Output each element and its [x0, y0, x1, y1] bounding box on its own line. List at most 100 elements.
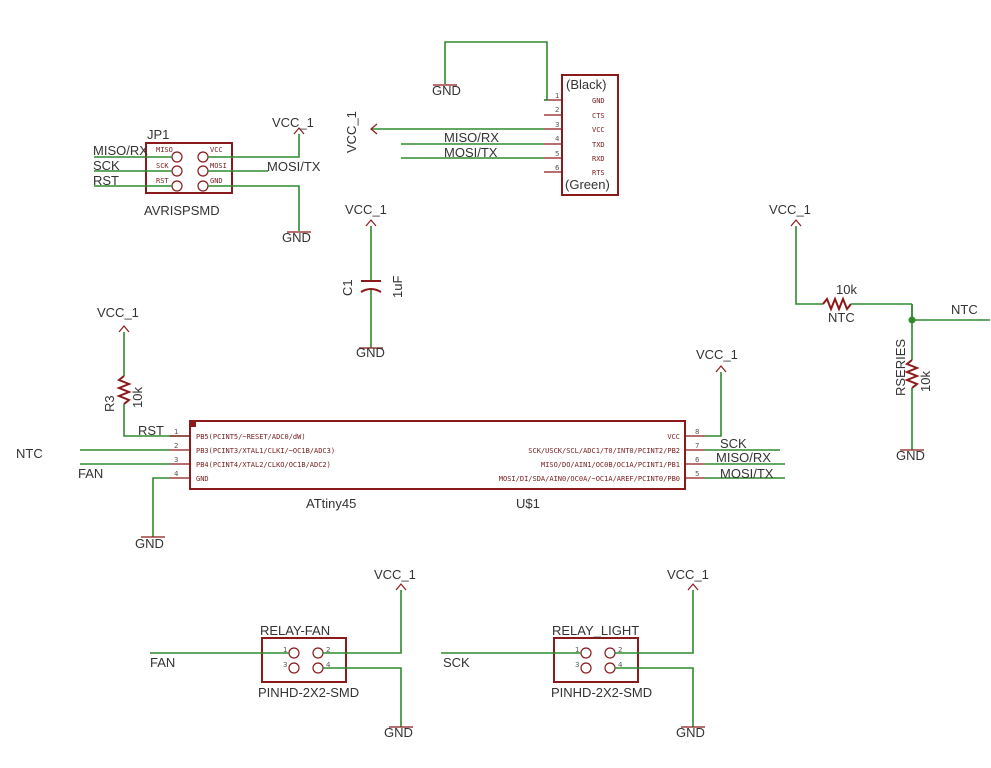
relaylight-name: RELAY_LIGHT	[552, 623, 639, 638]
wire-u1-gnd	[152, 477, 170, 537]
vcc-arrow-icon	[395, 583, 407, 591]
net-label-vcc: VCC_1	[769, 202, 811, 217]
wire-relayfan-vcc	[323, 590, 402, 654]
ntc-value: 10k	[836, 282, 857, 297]
jp1-isp-header[interactable]: MISO SCK RST VCC MOSI GND JP1 AVRISPSMD	[144, 127, 233, 218]
wire-relaylight-vcc	[615, 590, 694, 654]
vcc-arrow-icon	[365, 219, 377, 227]
jp1-pad-4	[197, 165, 209, 177]
c1-name: C1	[340, 279, 355, 296]
c1-value: 1uF	[390, 276, 405, 298]
net-label-sck: SCK	[443, 655, 470, 670]
u1-pin-label: PB4(PCINT4/XTAL2/CLKO/OC1B/ADC2)	[196, 461, 331, 469]
net-label-rst: RST	[93, 173, 119, 188]
net-label-rst: RST	[138, 423, 164, 438]
relaylight-pad	[604, 647, 616, 659]
attiny45-ic[interactable]: 1 2 3 4 8 7 6 5 PB5(PCINT5/~RESET/ADC0/d…	[170, 420, 705, 511]
u1-pin-num: 2	[174, 442, 178, 450]
relaylight-value: PINHD-2X2-SMD	[551, 685, 652, 700]
net-label-mosi: MOSI/TX	[720, 466, 774, 481]
vcc-arrow-icon	[790, 219, 802, 227]
relayfan-pad	[312, 662, 324, 674]
jp1-body	[145, 142, 233, 194]
u1-pin-label: PB5(PCINT5/~RESET/ADC0/dW)	[196, 433, 306, 441]
relayfan-pad	[288, 647, 300, 659]
u1-part-name: ATtiny45	[306, 496, 356, 511]
relay-light-header[interactable]: 1 3 2 4 RELAY_LIGHT PINHD-2X2-SMD	[551, 623, 652, 700]
vcc-arrow-icon	[715, 365, 727, 373]
ftdi-pin-label: TXD	[592, 141, 605, 149]
ntc-thermistor[interactable]: 10k NTC	[790, 219, 912, 325]
ftdi-header[interactable]: (Black) (Green) 1 2 3 4 5 6 GND CTS VCC …	[544, 74, 619, 196]
u1-pin-num: 3	[174, 456, 178, 464]
capacitor-c1[interactable]: C1 1uF	[340, 219, 405, 349]
relaylight-pin-num: 3	[575, 661, 579, 669]
u1-pin-num: 8	[695, 428, 699, 436]
relayfan-pin-num: 3	[283, 661, 287, 669]
u1-pin-num: 1	[174, 428, 178, 436]
wire-r3-bottom	[123, 404, 190, 437]
relay-fan-header[interactable]: 1 3 2 4 RELAY-FAN PINHD-2X2-SMD	[258, 623, 359, 700]
ftdi-body	[561, 74, 619, 196]
wire-ftdi-gnd	[444, 41, 548, 101]
ftdi-pin-num: 5	[555, 150, 559, 158]
wire-u1-vcc	[705, 372, 722, 437]
resistor-r3[interactable]: R3 10k	[102, 325, 190, 437]
jp1-pin-label: SCK	[156, 162, 169, 170]
rseries-name: RSERIES	[893, 339, 908, 396]
jp1-pin-label: GND	[210, 177, 223, 185]
net-label-vcc: VCC_1	[345, 202, 387, 217]
vcc-arrow-icon	[370, 123, 378, 135]
relayfan-value: PINHD-2X2-SMD	[258, 685, 359, 700]
u1-pin-label: MOSI/DI/SDA/AIN0/OC0A/~OC1A/AREF/PCINT0/…	[499, 475, 680, 483]
net-label-mosi: MOSI/TX	[444, 145, 498, 160]
ftdi-pin-label: CTS	[592, 112, 605, 120]
u1-pin-num: 4	[174, 470, 179, 478]
jp1-pad-1	[171, 151, 183, 163]
r3-value: 10k	[130, 387, 145, 408]
relaylight-pad	[604, 662, 616, 674]
u1-pin-label: GND	[196, 475, 209, 483]
ftdi-green-label: (Green)	[565, 177, 610, 192]
net-label-gnd: GND	[676, 725, 705, 740]
net-label-gnd: GND	[356, 345, 385, 360]
relaylight-body	[553, 637, 639, 683]
net-label-vcc: VCC_1	[667, 567, 709, 582]
net-label-sck: SCK	[720, 436, 747, 451]
u1-body	[189, 420, 686, 490]
relaylight-pad	[580, 662, 592, 674]
jp1-pin-label: RST	[156, 177, 169, 185]
relayfan-pin-num: 2	[326, 646, 330, 654]
relayfan-pin-num: 4	[326, 661, 331, 669]
u1-pin-label: MISO/DO/AIN1/OC0B/OC1A/PCINT1/PB1	[541, 461, 680, 469]
net-label-vcc: VCC_1	[344, 111, 359, 153]
net-label-mosi: MOSI/TX	[267, 159, 321, 174]
relayfan-name: RELAY-FAN	[260, 623, 330, 638]
junction-dot	[908, 316, 916, 324]
wire-relayfan-gnd	[323, 667, 402, 727]
ftdi-pin-num: 2	[555, 106, 559, 114]
ntc-name: NTC	[828, 310, 855, 325]
ftdi-pin-num: 4	[555, 135, 560, 143]
net-label-vcc: VCC_1	[272, 115, 314, 130]
rseries-zigzag	[904, 359, 920, 389]
net-label-miso: MISO/RX	[93, 143, 148, 158]
net-label-vcc: VCC_1	[374, 567, 416, 582]
rseries-value: 10k	[918, 371, 933, 392]
jp1-pin-label: MOSI	[210, 162, 227, 170]
c1-plate-bottom	[360, 288, 382, 293]
ftdi-pin-num: 1	[555, 92, 559, 100]
net-label-ntc: NTC	[951, 302, 978, 317]
net-label-fan: FAN	[150, 655, 175, 670]
net-label-vcc: VCC_1	[97, 305, 139, 320]
net-label-gnd: GND	[135, 536, 164, 551]
relaylight-wires	[441, 583, 705, 728]
vcc-arrow-icon	[118, 325, 130, 333]
u1-pin-num: 6	[695, 456, 700, 464]
net-label-fan: FAN	[78, 466, 103, 481]
ftdi-pin-label: VCC	[592, 126, 605, 134]
relayfan-pin-num: 1	[283, 646, 287, 654]
wire-gnd	[208, 185, 300, 231]
resistor-rseries[interactable]: RSERIES 10k	[893, 304, 933, 451]
